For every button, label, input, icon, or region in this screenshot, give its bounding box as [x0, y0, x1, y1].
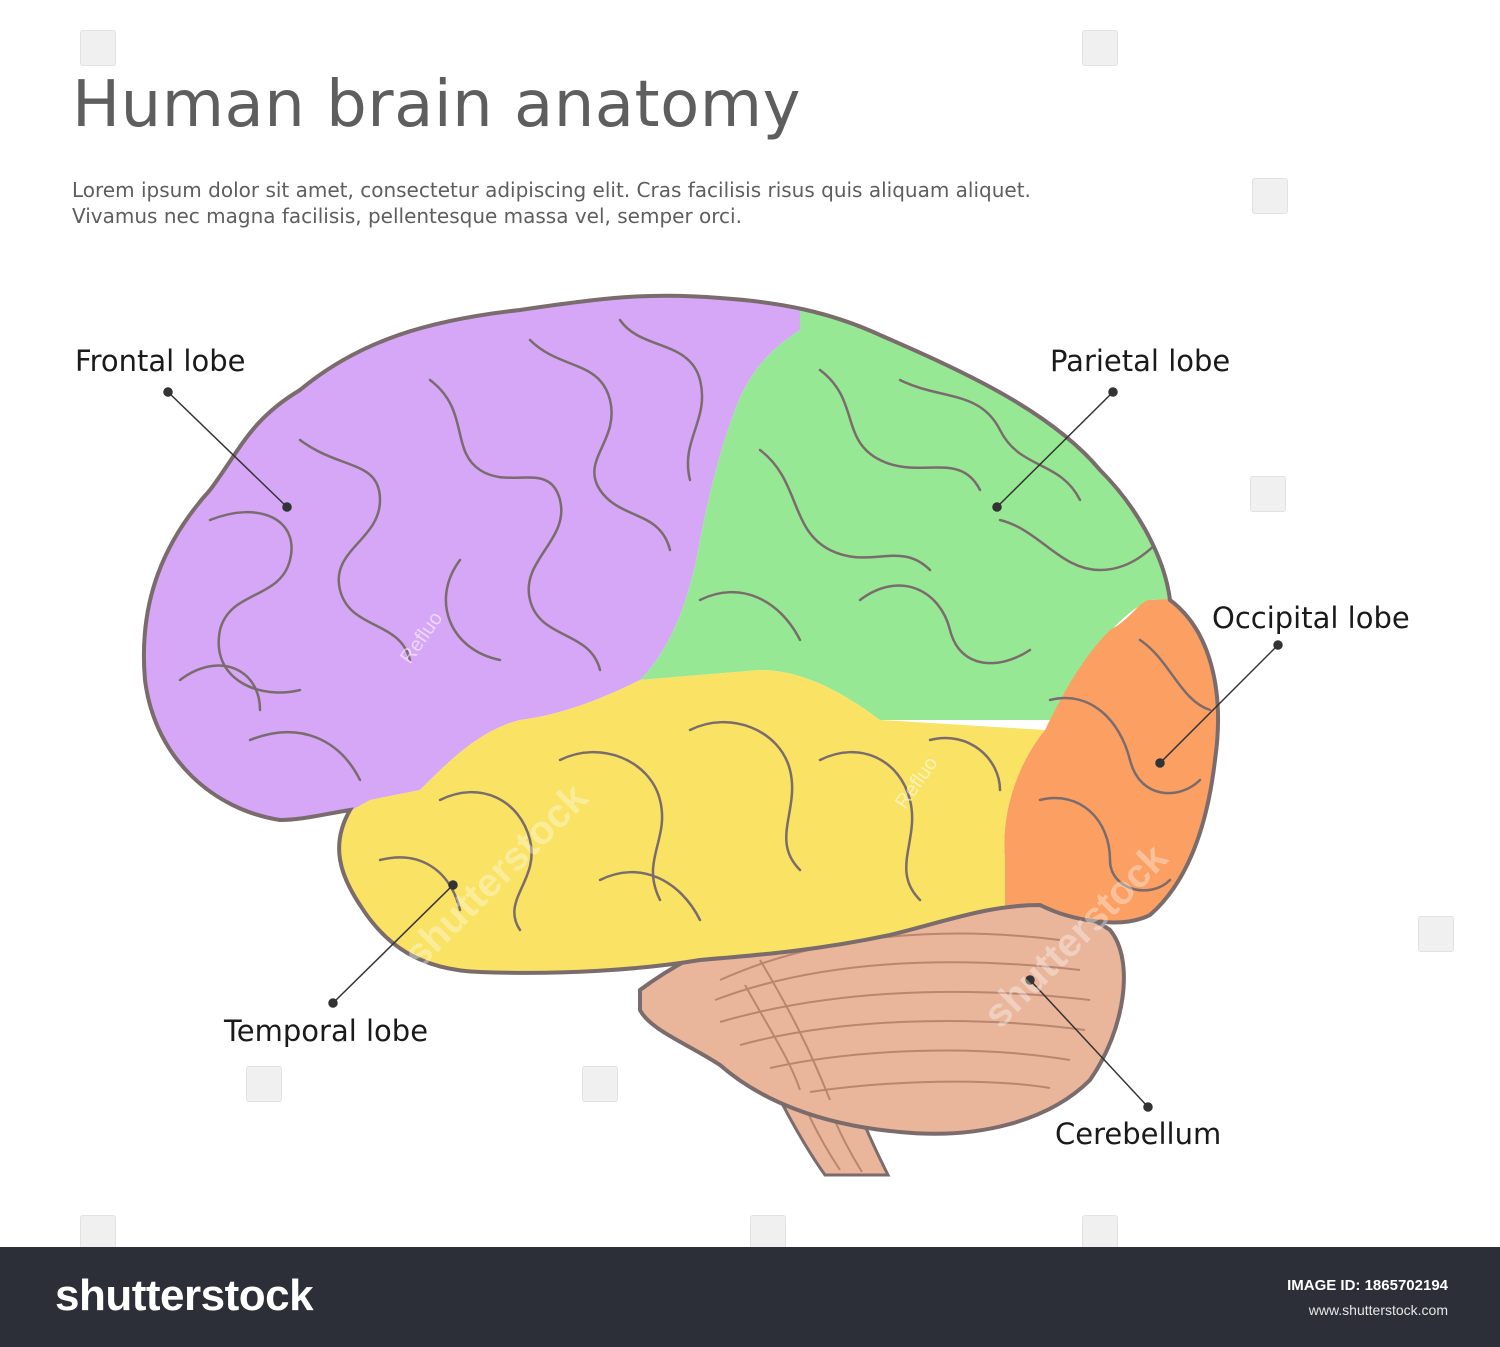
watermark-icon: [1252, 178, 1288, 214]
description-line-2: Vivamus nec magna facilisis, pellentesqu…: [72, 204, 742, 228]
site-url: www.shutterstock.com: [1308, 1302, 1448, 1318]
description: Lorem ipsum dolor sit amet, consectetur …: [72, 177, 1372, 229]
cerebellum-label: Cerebellum: [1055, 1117, 1222, 1151]
brain-diagram: Refluo Refluo shutterstock shutterstock: [141, 293, 1283, 1177]
temporal-leader: [332, 884, 454, 1004]
watermark-icon: [246, 1066, 282, 1102]
parietal-leader-dot: [1108, 387, 1118, 397]
occipital-anchor-dot: [1155, 758, 1165, 768]
brain-outline: [141, 293, 1220, 975]
temporal-anchor-dot: [448, 880, 458, 890]
parietal-anchor-dot: [992, 502, 1002, 512]
watermark-icon: [750, 1215, 786, 1251]
parietal-leader: [996, 391, 1114, 508]
description-line-1: Lorem ipsum dolor sit amet, consectetur …: [72, 178, 1031, 202]
frontal-lobe-label: Frontal lobe: [75, 344, 246, 378]
image-id: IMAGE ID: 1865702194: [1287, 1277, 1448, 1294]
occipital-leader: [1159, 644, 1279, 764]
leader-lines: [163, 387, 1283, 1112]
footer-bar: shutterstock IMAGE ID: 1865702194 www.sh…: [0, 1247, 1500, 1347]
occipital-leader-dot: [1273, 640, 1283, 650]
frontal-leader-dot: [163, 387, 173, 397]
watermark-icon: [1082, 30, 1118, 66]
temporal-lobe-label: Temporal lobe: [224, 1014, 429, 1048]
frontal-leader: [167, 391, 288, 508]
temporal-leader-dot: [328, 998, 338, 1008]
watermark-icon: [582, 1066, 618, 1102]
frontal-lobe: [143, 295, 800, 900]
cerebellum-leader: [1029, 979, 1149, 1108]
page-title: Human brain anatomy: [72, 68, 801, 142]
temporal-lobe: [143, 670, 1045, 973]
occipital-lobe-label: Occipital lobe: [1212, 601, 1410, 635]
frontal-anchor-dot: [282, 502, 292, 512]
occipital-lobe: [1004, 580, 1218, 973]
watermark-icon: [1250, 476, 1286, 512]
cerebellum-anchor-dot: [1025, 975, 1035, 985]
cerebellum-leader-dot: [1143, 1102, 1153, 1112]
brand-logo: shutterstock: [55, 1271, 314, 1320]
gyri-lines: [178, 318, 1212, 932]
watermark-icon: [80, 30, 116, 66]
parietal-lobe-label: Parietal lobe: [1050, 344, 1231, 378]
watermark-icon: [1418, 916, 1454, 952]
